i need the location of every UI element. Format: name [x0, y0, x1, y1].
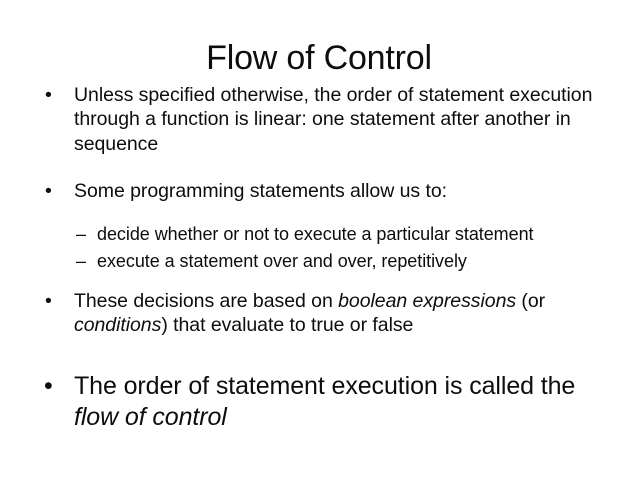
bullet-dot-icon: • [45, 289, 52, 312]
page-title: Flow of Control [206, 39, 432, 77]
bullet-item-1-text: Unless specified otherwise, the order of… [74, 84, 593, 155]
slide-body: • Unless specified otherwise, the order … [38, 83, 600, 433]
bullet-item-3-run-4-italic: conditions [74, 314, 162, 337]
bullet-item-3: • These decisions are based on boolean e… [38, 289, 600, 338]
bullet-item-4-run-1: The order of statement execution is call… [74, 372, 576, 401]
bullet-dot-icon: • [45, 180, 52, 203]
bullet-dash-icon: – [76, 223, 86, 244]
bullet-item-3-run-2-italic: boolean expressions [338, 289, 517, 312]
spacer-3 [38, 277, 600, 289]
sub-bullet-item-1-text: decide whether or not to execute a parti… [97, 223, 534, 244]
bullet-item-2-text: Some programming statements allow us to: [74, 180, 447, 203]
sub-bullet-item-2: – execute a statement over and over, rep… [38, 250, 600, 273]
spacer-1 [38, 168, 600, 179]
bullet-dot-icon: • [45, 84, 52, 106]
spacer-4 [38, 349, 600, 371]
bullet-item-3-run-3: (or [516, 289, 546, 312]
bullet-dash-icon: – [76, 250, 86, 271]
bullet-item-1: • Unless specified otherwise, the order … [38, 83, 600, 156]
bullet-item-3-run-5: ) that evaluate to true or false [161, 314, 414, 337]
bullet-item-4: • The order of statement execution is ca… [38, 371, 600, 433]
sub-bullet-item-2-text: execute a statement over and over, repet… [97, 250, 467, 271]
bullet-dot-icon: • [44, 372, 53, 401]
spacer-2 [38, 216, 600, 223]
bullet-item-4-run-2-italic: flow of control [74, 403, 227, 432]
bullet-item-3-run-1: These decisions are based on [74, 289, 339, 312]
bullet-item-2: • Some programming statements allow us t… [38, 179, 600, 203]
sub-bullet-item-1: – decide whether or not to execute a par… [38, 223, 600, 246]
